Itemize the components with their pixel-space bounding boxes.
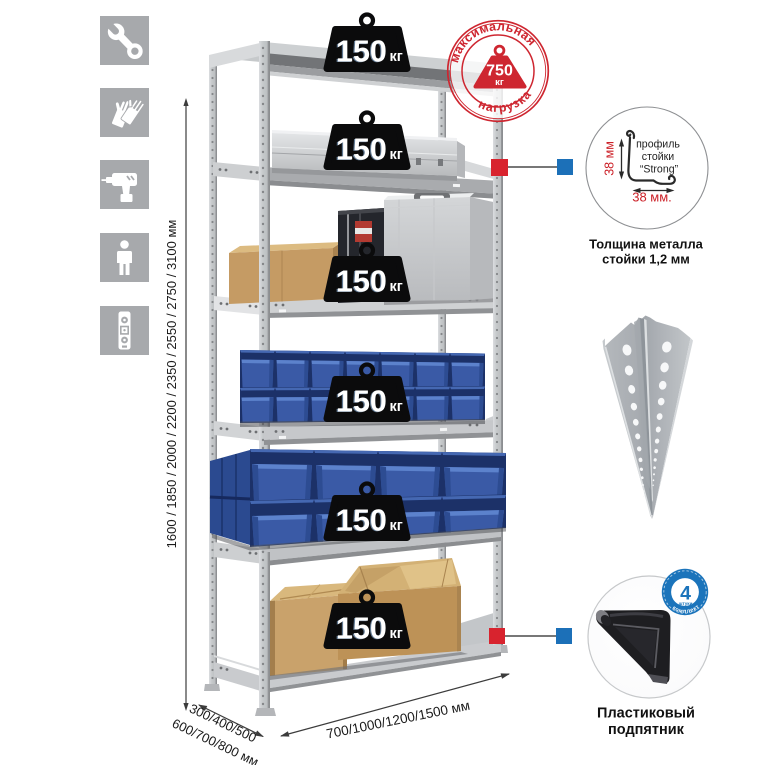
svg-text:38 мм.: 38 мм. (632, 190, 672, 205)
svg-text:подпятник: подпятник (608, 722, 685, 738)
svg-text:750: 750 (486, 63, 513, 80)
svg-text:4: 4 (680, 583, 691, 605)
svg-text:Толщина металла: Толщина металла (589, 237, 704, 252)
svg-text:кг: кг (495, 77, 504, 88)
svg-text:стойки 1,2 мм: стойки 1,2 мм (602, 252, 690, 267)
svg-text:стойки: стойки (642, 151, 674, 163)
svg-text:1600 / 1850 / 2000 / 2200 / 23: 1600 / 1850 / 2000 / 2200 / 2350 / 2550 … (164, 220, 179, 549)
svg-text:38 мм: 38 мм (603, 141, 617, 176)
svg-text:профиль: профиль (636, 139, 680, 151)
svg-text:“Strong”: “Strong” (640, 164, 679, 176)
svg-text:штуки: штуки (679, 601, 693, 606)
svg-text:Пластиковый: Пластиковый (597, 706, 695, 722)
